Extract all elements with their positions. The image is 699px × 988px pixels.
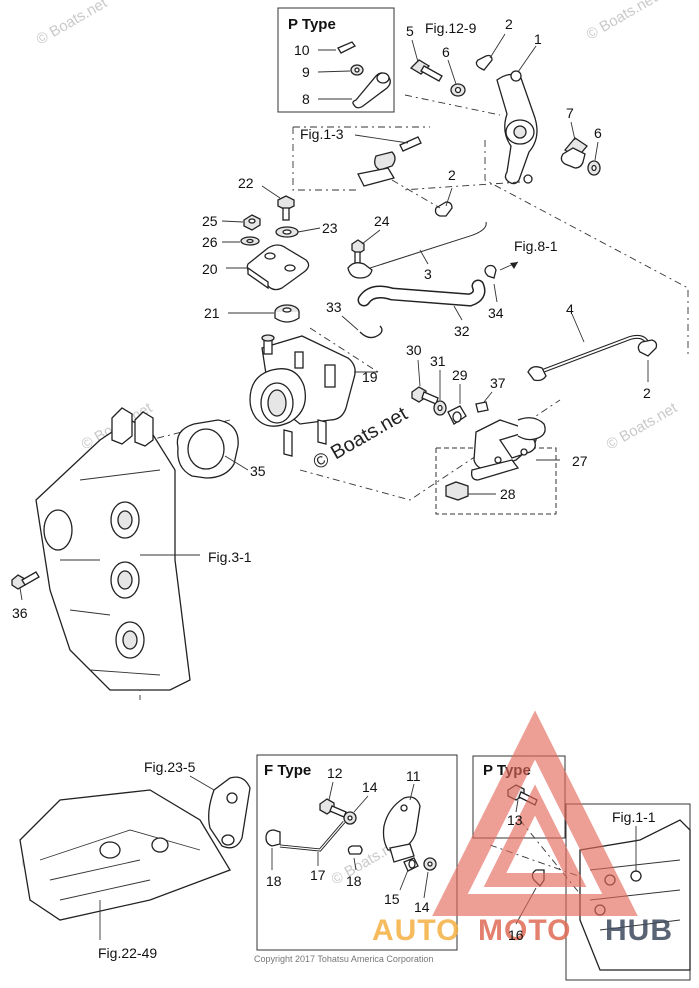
watermark-text: © Boats.net (584, 0, 661, 43)
throttle-lever-assembly (409, 33, 601, 185)
throttle-body-19 (249, 327, 379, 457)
part-number: 28 (500, 486, 516, 502)
part-number: 33 (326, 299, 342, 315)
part-number: 18 (346, 873, 362, 889)
part-number: 15 (384, 891, 400, 907)
part-number: 25 (202, 213, 218, 229)
fig-1-1-label: Fig.1-1 (612, 809, 656, 825)
hose-32 (341, 261, 519, 339)
part-number: 5 (406, 23, 414, 39)
part-number: 2 (448, 167, 456, 183)
p-type-label: P Type (288, 16, 336, 33)
part-number: 18 (266, 873, 282, 889)
part-number: 20 (202, 261, 218, 277)
part-number: 23 (322, 220, 338, 236)
fig-1-3-label: Fig.1-3 (300, 126, 344, 142)
part-number: 22 (238, 175, 254, 191)
fig-22-49-label: Fig.22-49 (98, 945, 157, 961)
part-number: 12 (327, 765, 343, 781)
part-number: 19 (362, 369, 378, 385)
engine-block (11, 407, 200, 691)
gasket-35 (176, 419, 249, 479)
part-number: 14 (414, 899, 430, 915)
watermark-text: © Boats.net (604, 399, 681, 453)
watermark-text: © Boats.net (34, 0, 111, 48)
part-number: 17 (310, 867, 326, 883)
part-number: 8 (302, 91, 310, 107)
fig-23-5-label: Fig.23-5 (144, 759, 196, 775)
part-number: 1 (534, 31, 542, 47)
p-type-box-top: P Type (277, 7, 395, 113)
f-type-label: F Type (264, 762, 311, 779)
part-number: 7 (566, 105, 574, 121)
part-number: 26 (202, 234, 218, 250)
part-number: 6 (594, 125, 602, 141)
governor-plate-parts (221, 185, 381, 323)
part-number: 13 (507, 812, 523, 828)
part-number: 10 (294, 42, 310, 58)
part-number: 37 (490, 375, 506, 391)
part-number: 14 (362, 779, 378, 795)
figure-references: Fig.12-9 Fig.1-3 Fig.8-1 Fig.3-1 Fig.23-… (98, 20, 656, 961)
part-number: 11 (406, 768, 421, 784)
part-number: 31 (430, 353, 446, 369)
f-type-box: F Type Copyright 2017 Tohatsu America Co… (254, 754, 458, 964)
part-number: 3 (424, 266, 432, 282)
fig-12-9-label: Fig.12-9 (425, 20, 477, 36)
copyright-text: Copyright 2017 Tohatsu America Corporati… (254, 954, 433, 964)
part-number: 27 (572, 453, 588, 469)
sensor-assembly-27 (435, 417, 560, 515)
link-rod-4 (527, 313, 658, 382)
part-number: 21 (204, 305, 220, 321)
part-number: 30 (406, 342, 422, 358)
part-number: 2 (505, 16, 513, 32)
fig-3-1-label: Fig.3-1 (208, 549, 252, 565)
part-number: 36 (12, 605, 28, 621)
part-number: 4 (566, 301, 574, 317)
part-number: 16 (508, 927, 524, 943)
part-number: 34 (488, 305, 504, 321)
part-number: 6 (442, 44, 450, 60)
part-number: 29 (452, 367, 468, 383)
part-number: 35 (250, 463, 266, 479)
link-rod-3 (347, 221, 487, 279)
lower-bracket-assembly (19, 775, 251, 940)
logo-hub-text: HUB (605, 914, 673, 947)
automotohub-logo: AUTO MOTO HUB (372, 710, 673, 947)
part-number: 2 (643, 385, 651, 401)
fig-8-1-label: Fig.8-1 (514, 238, 558, 254)
fig-1-3-region (292, 126, 453, 217)
part-number: 32 (454, 323, 470, 339)
logo-auto-text: AUTO (372, 914, 460, 947)
logo-moto-text: MOTO (478, 914, 571, 947)
sensor-mount-parts (411, 359, 493, 425)
part-number: 24 (374, 213, 390, 229)
part-number: 9 (302, 64, 310, 80)
part-number-labels: 1 2 2 2 3 4 5 6 6 7 8 9 10 11 12 13 14 1… (12, 16, 651, 943)
